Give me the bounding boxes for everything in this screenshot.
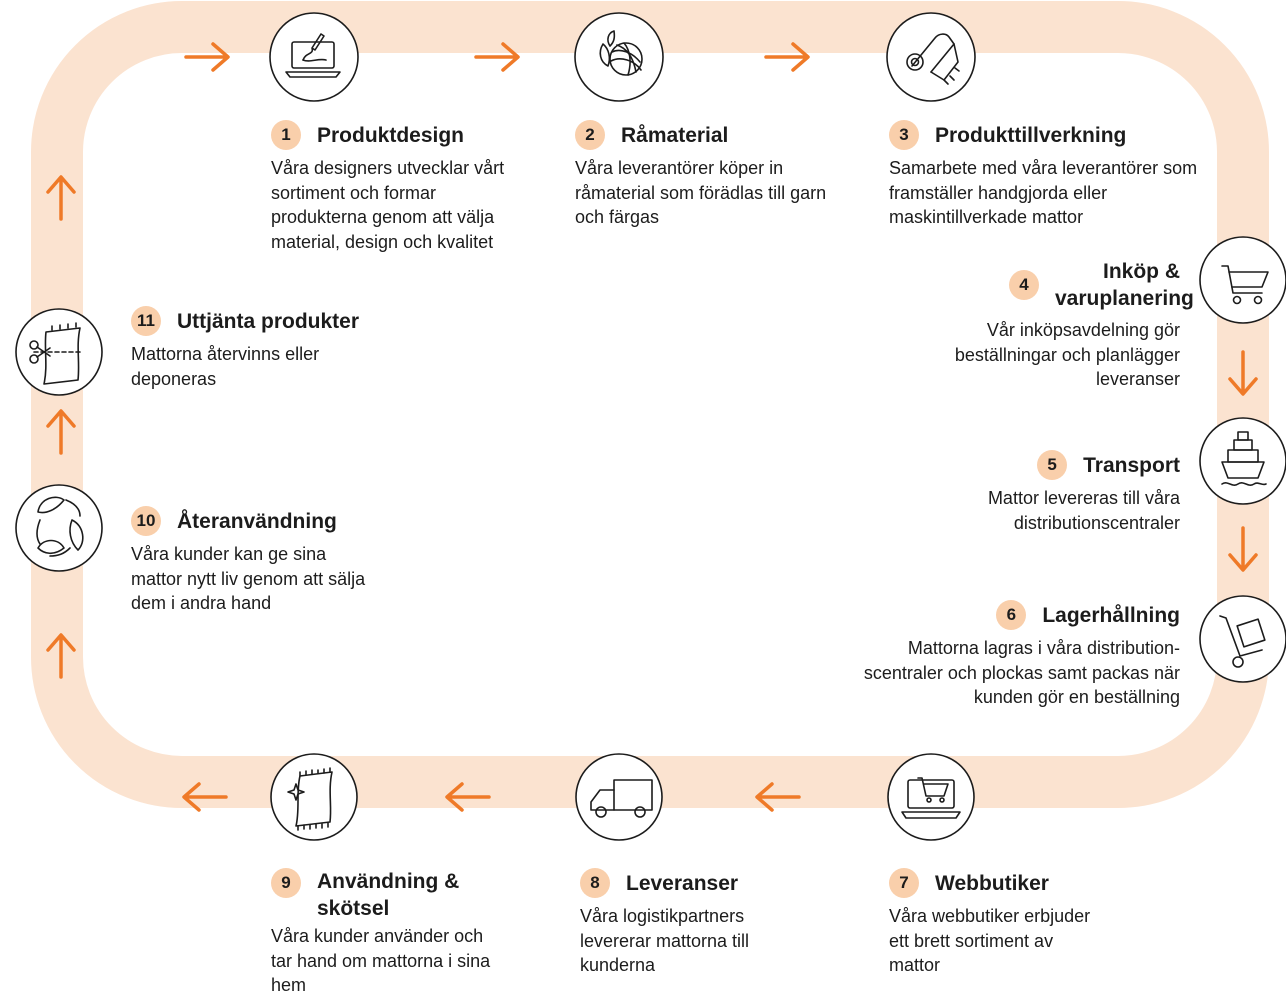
step-description: Våra leverantörer köper in råmaterial so… bbox=[575, 158, 827, 227]
step-description: Våra kunder använder och tar hand om mat… bbox=[271, 926, 491, 995]
step-1: 1 Produktdesign Våra designers utvecklar … bbox=[271, 120, 521, 254]
step-number: 5 bbox=[1037, 450, 1068, 480]
step-5: 5 Transport Mattor levereras till våra di… bbox=[930, 450, 1180, 535]
step-title: Lagerhållning bbox=[1042, 603, 1180, 627]
step-description: Våra webbutiker erbjuder ett brett sorti… bbox=[889, 906, 1091, 975]
step-description: Mattor levereras till våra distributions… bbox=[987, 488, 1180, 533]
arrow-up-icon bbox=[46, 175, 76, 221]
step-title: Leveranser bbox=[626, 871, 739, 895]
step-title: Produkttillverkning bbox=[935, 123, 1127, 147]
step-9: 9 Användning & skötsel Våra kunder använd… bbox=[271, 868, 491, 998]
step-title: Råmaterial bbox=[621, 123, 729, 147]
step-number: 8 bbox=[580, 868, 610, 898]
step-description: Våra kunder kan ge sina mattor nytt liv … bbox=[131, 544, 366, 613]
step-number: 3 bbox=[889, 120, 919, 150]
shopping-cart-icon bbox=[1199, 236, 1286, 324]
step-number: 7 bbox=[889, 868, 919, 898]
step-11: 11 Uttjänta produkter Mattorna återvinns … bbox=[131, 306, 401, 391]
arrow-left-icon bbox=[755, 782, 801, 812]
laptop-cart-icon bbox=[887, 753, 975, 841]
step-title: Transport bbox=[1083, 453, 1180, 477]
step-6: 6 Lagerhållning Mattorna lagras i våra di… bbox=[830, 600, 1180, 710]
recycle-leaves-icon bbox=[15, 484, 103, 572]
arrow-left-icon bbox=[445, 782, 491, 812]
step-description: Vår inköpsavdelning gör beställningar oc… bbox=[954, 320, 1180, 389]
step-number: 11 bbox=[131, 306, 161, 336]
arrow-up-icon bbox=[46, 633, 76, 679]
step-title: Användning & skötsel bbox=[317, 870, 460, 920]
step-10: 10 Återanvändning Våra kunder kan ge sina… bbox=[131, 506, 381, 616]
arrow-down-icon bbox=[1228, 526, 1258, 572]
step-title: Produktdesign bbox=[317, 123, 465, 147]
step-title: Uttjänta produkter bbox=[177, 309, 360, 333]
step-description: Samarbete med våra leverantörer som fram… bbox=[889, 158, 1198, 227]
scissors-rug-icon bbox=[15, 308, 103, 396]
arrow-right-icon bbox=[184, 42, 230, 72]
arrow-down-icon bbox=[1228, 350, 1258, 396]
step-description: Mattorna lagras i våra distribution-scen… bbox=[863, 638, 1180, 707]
step-number: 9 bbox=[271, 868, 301, 898]
step-7: 7 Webbutiker Våra webbutiker erbjuder ett… bbox=[889, 868, 1099, 978]
step-3: 3 Produkttillverkning Samarbete med våra … bbox=[889, 120, 1219, 230]
step-number: 10 bbox=[131, 506, 161, 536]
step-description: Våra logistikpartners levererar mattorna… bbox=[580, 906, 750, 975]
step-title: Återanvändning bbox=[177, 509, 337, 533]
rolled-rug-icon bbox=[886, 12, 976, 102]
laptop-design-icon bbox=[269, 12, 359, 102]
step-number: 4 bbox=[1009, 270, 1039, 300]
step-2: 2 Råmaterial Våra leverantörer köper in r… bbox=[575, 120, 830, 230]
hand-truck-icon bbox=[1199, 595, 1286, 683]
ship-icon bbox=[1199, 417, 1286, 505]
step-number: 6 bbox=[996, 600, 1027, 630]
step-description: Mattorna återvinns eller deponeras bbox=[131, 344, 320, 389]
clean-rug-icon bbox=[270, 753, 358, 841]
step-description: Våra designers utvecklar vårt sortiment … bbox=[271, 158, 505, 252]
step-4: 4 Inköp & varuplanering Vår inköpsavdelni… bbox=[945, 258, 1194, 392]
step-8: 8 Leveranser Våra logistikpartners levere… bbox=[580, 868, 800, 978]
arrow-right-icon bbox=[764, 42, 810, 72]
arrow-right-icon bbox=[474, 42, 520, 72]
arrow-up-icon bbox=[46, 409, 76, 455]
truck-icon bbox=[575, 753, 663, 841]
yarn-ball-icon bbox=[574, 12, 664, 102]
step-title: Webbutiker bbox=[935, 871, 1049, 895]
step-title: Inköp & varuplanering bbox=[1055, 260, 1194, 310]
step-number: 1 bbox=[271, 120, 301, 150]
arrow-left-icon bbox=[182, 782, 228, 812]
step-number: 2 bbox=[575, 120, 605, 150]
